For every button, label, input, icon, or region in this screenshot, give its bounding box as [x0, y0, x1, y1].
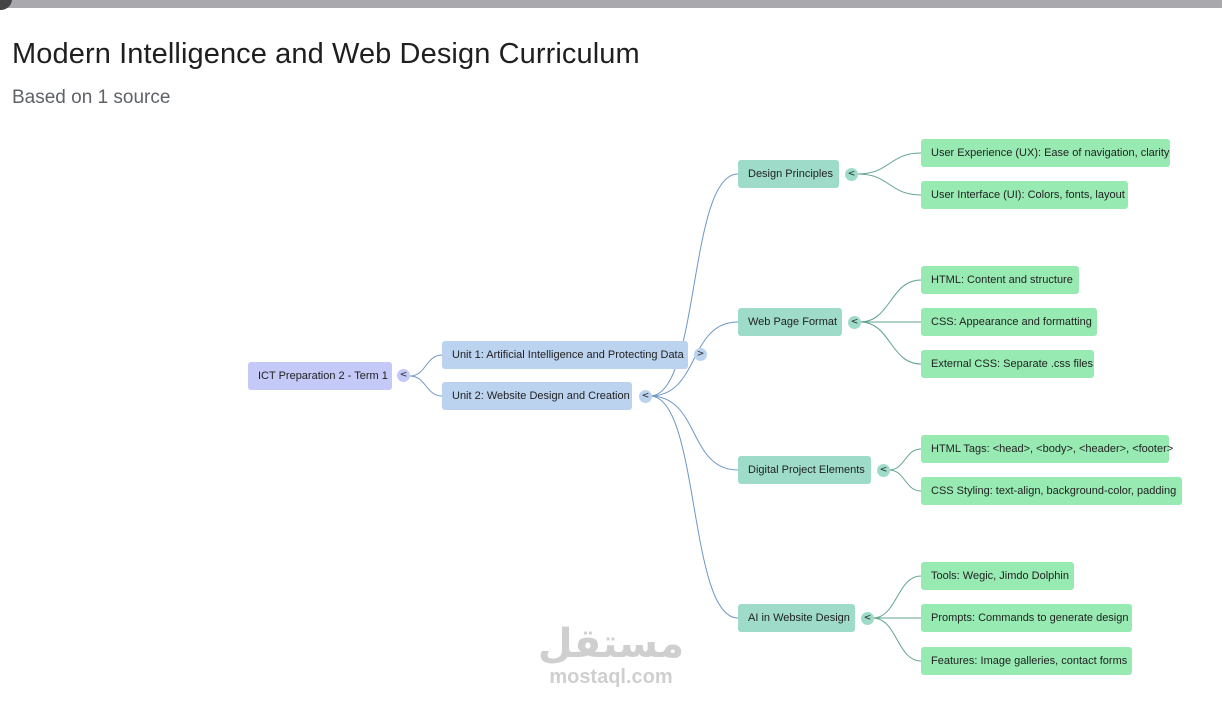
link-unit2-topic1 — [649, 173, 739, 397]
link-topic2-leaf1 — [859, 279, 922, 323]
leaf-node-html-tags[interactable]: HTML Tags: <head>, <body>, <header>, <fo… — [921, 435, 1173, 463]
link-unit2-topic4 — [649, 395, 739, 619]
topic-2-collapse-toggle[interactable]: < — [848, 316, 861, 329]
leaf-node-css-styling[interactable]: CSS Styling: text-align, background-colo… — [921, 477, 1182, 505]
leaf-node-prompts[interactable]: Prompts: Commands to generate design — [921, 604, 1132, 632]
leaf-node-tools[interactable]: Tools: Wegic, Jimdo Dolphin — [921, 562, 1074, 590]
topic-node-digital-project-elements[interactable]: Digital Project Elements — [738, 456, 871, 484]
leaf-node-features[interactable]: Features: Image galleries, contact forms — [921, 647, 1132, 675]
leaf-node-html[interactable]: HTML: Content and structure — [921, 266, 1079, 294]
leaf-node-ux[interactable]: User Experience (UX): Ease of navigation… — [921, 139, 1170, 167]
unit-node-2[interactable]: Unit 2: Website Design and Creation — [442, 382, 632, 410]
topic-4-collapse-toggle[interactable]: < — [861, 612, 874, 625]
link-topic3-leaf2 — [888, 469, 922, 492]
topic-node-design-principles[interactable]: Design Principles — [738, 160, 839, 188]
link-topic1-leaf1 — [857, 152, 922, 175]
page-title: Modern Intelligence and Web Design Curri… — [12, 38, 640, 70]
unit-1-expand-toggle[interactable]: > — [694, 348, 707, 361]
window-top-bar — [0, 0, 1222, 10]
topic-node-web-page-format[interactable]: Web Page Format — [738, 308, 842, 336]
root-collapse-toggle[interactable]: < — [397, 369, 410, 382]
mindmap-root-node[interactable]: ICT Preparation 2 - Term 1 — [248, 362, 392, 390]
watermark-logo-text: مستقل — [537, 622, 685, 666]
mostaql-watermark: مستقل mostaql.com — [536, 622, 686, 688]
link-topic3-leaf1 — [888, 448, 922, 471]
watermark-site-text: mostaql.com — [549, 666, 673, 688]
leaf-node-ui[interactable]: User Interface (UI): Colors, fonts, layo… — [921, 181, 1128, 209]
leaf-node-css[interactable]: CSS: Appearance and formatting — [921, 308, 1097, 336]
link-topic2-leaf3 — [859, 321, 922, 365]
link-root-unit2 — [409, 375, 443, 397]
link-unit2-topic3 — [649, 395, 739, 471]
link-topic4-leaf3 — [872, 617, 922, 662]
link-topic4-leaf1 — [872, 575, 922, 619]
page-subtitle: Based on 1 source — [12, 87, 171, 108]
link-unit2-topic2 — [649, 321, 739, 397]
unit-node-1[interactable]: Unit 1: Artificial Intelligence and Prot… — [442, 341, 688, 369]
unit-2-collapse-toggle[interactable]: < — [639, 390, 652, 403]
topic-3-collapse-toggle[interactable]: < — [877, 464, 890, 477]
link-root-unit1 — [409, 354, 443, 377]
link-topic1-leaf2 — [857, 173, 922, 196]
leaf-node-external-css[interactable]: External CSS: Separate .css files — [921, 350, 1094, 378]
window-corner-control[interactable] — [0, 0, 12, 10]
topic-1-collapse-toggle[interactable]: < — [845, 168, 858, 181]
topic-node-ai-in-website-design[interactable]: AI in Website Design — [738, 604, 855, 632]
